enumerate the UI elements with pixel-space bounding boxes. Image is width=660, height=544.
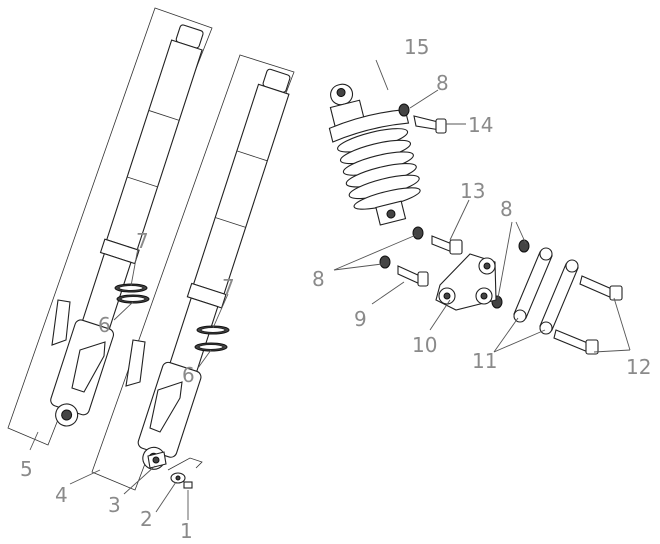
callout-8-middle: 8	[500, 197, 513, 221]
callout-15: 15	[404, 35, 429, 59]
callout-10: 10	[412, 333, 437, 357]
seal-rings-right	[194, 325, 230, 352]
fork-leg-right	[91, 54, 295, 491]
linkage-rocker	[435, 253, 497, 311]
upper-mount-hardware	[398, 103, 447, 134]
seal-rings-left	[114, 283, 150, 304]
callout-7-left: 7	[136, 229, 149, 253]
callout-8-left: 8	[312, 267, 325, 291]
callout-9: 9	[354, 307, 367, 331]
linkage-bolts	[553, 275, 623, 355]
fork-leg-left	[7, 7, 213, 446]
callout-6-left: 6	[98, 313, 111, 337]
leader-lines	[29, 59, 631, 520]
callout-1: 1	[180, 519, 193, 543]
callout-11: 11	[472, 349, 497, 373]
linkage-hardware	[379, 226, 530, 309]
callout-13: 13	[460, 179, 485, 203]
callout-6-right: 6	[182, 363, 195, 387]
callout-7-right: 7	[222, 275, 235, 299]
callout-5: 5	[20, 457, 33, 481]
axle-clamp-parts	[147, 451, 203, 489]
callout-labels: 1 2 3 4 5 6 6 7 7 8 8 8 9 10 11 12 13 14…	[20, 35, 651, 543]
callout-14: 14	[468, 113, 493, 137]
linkage-rods	[513, 247, 579, 335]
callout-12: 12	[626, 355, 651, 379]
rear-shock-absorber	[328, 83, 421, 226]
callout-2: 2	[140, 507, 153, 531]
callout-4: 4	[55, 483, 68, 507]
callout-3: 3	[108, 493, 121, 517]
callout-8-top: 8	[436, 71, 449, 95]
